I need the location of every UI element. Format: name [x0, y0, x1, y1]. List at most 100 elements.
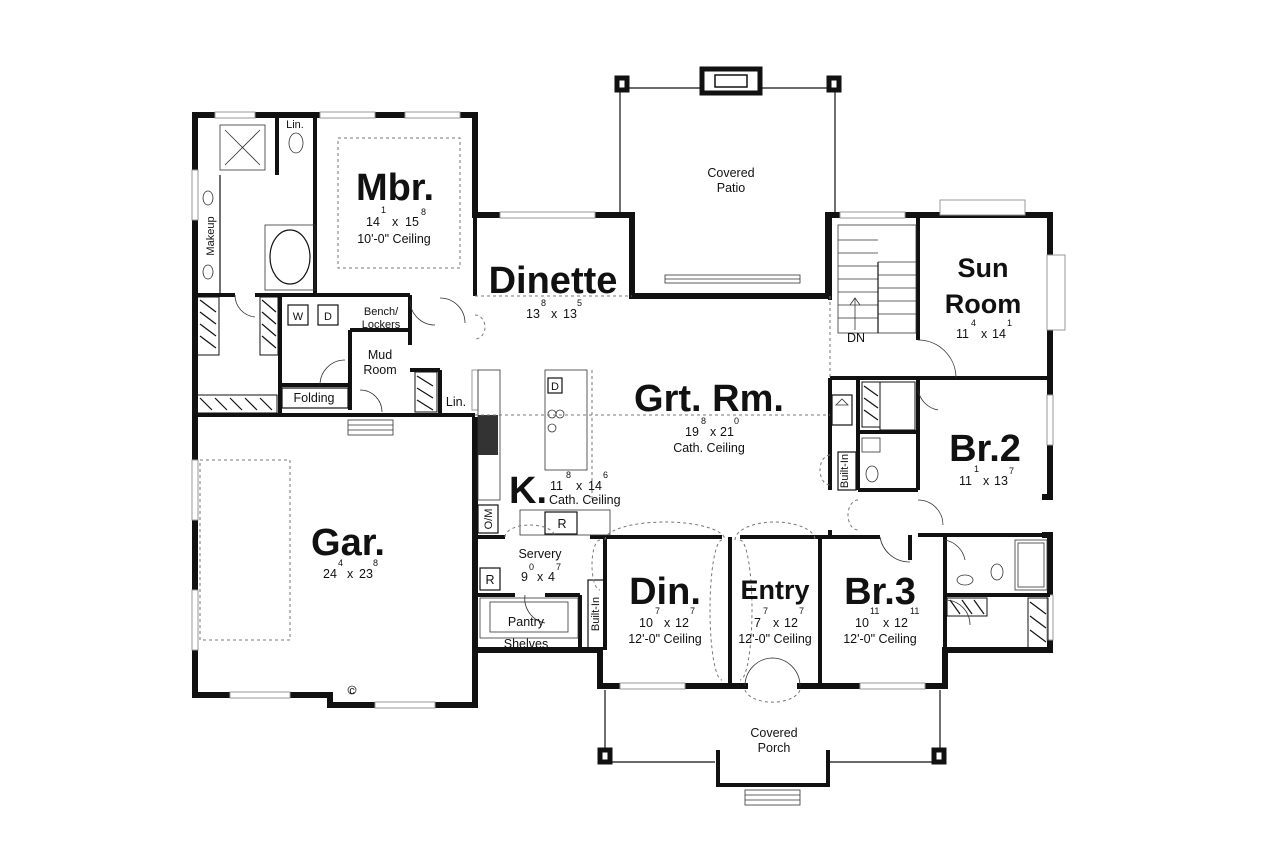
- grt-dims: 19 8 x 21 0: [685, 416, 739, 439]
- svg-text:x: x: [551, 307, 558, 321]
- garage-steps: [347, 419, 394, 436]
- svg-text:0: 0: [529, 562, 534, 572]
- br3-ceiling: 12'-0" Ceiling: [843, 632, 917, 646]
- dinette-title: Dinette: [489, 260, 618, 302]
- svg-text:0: 0: [734, 416, 739, 426]
- svg-text:x: x: [981, 327, 988, 341]
- closet-shelving: [196, 296, 1049, 649]
- exterior-walls: [192, 112, 1053, 708]
- om-label: O/M: [483, 509, 495, 530]
- sun-title-2: Room: [945, 289, 1022, 319]
- svg-text:x: x: [710, 425, 717, 439]
- svg-text:11: 11: [959, 474, 972, 488]
- servery-dims: 9 0 x 4 7: [521, 562, 561, 584]
- dinette-dims: 13 8 x 13 5: [526, 298, 582, 321]
- svg-text:14: 14: [588, 479, 602, 493]
- sun-title-1: Sun: [958, 253, 1009, 283]
- svg-text:8: 8: [421, 207, 426, 217]
- svg-text:7: 7: [1009, 466, 1014, 476]
- lin-upper: Lin.: [286, 119, 304, 131]
- kitchen-counter-bottom: [519, 509, 611, 536]
- pantry-label: Pantry: [508, 615, 545, 629]
- svg-text:7: 7: [763, 606, 768, 616]
- patio-post-right: [826, 75, 842, 93]
- svg-text:4: 4: [548, 570, 555, 584]
- mbr-dims: 14 1 x 15 8: [366, 205, 426, 229]
- svg-text:14: 14: [992, 327, 1006, 341]
- garage-car-bay: [199, 459, 291, 641]
- servery-title: Servery: [518, 547, 562, 561]
- br2-title: Br.2: [949, 428, 1021, 470]
- svg-text:x: x: [392, 215, 399, 229]
- porch-post-left: [597, 747, 613, 765]
- svg-text:x: x: [537, 570, 544, 584]
- svg-text:10: 10: [639, 616, 653, 630]
- svg-text:7: 7: [799, 606, 804, 616]
- svg-text:7: 7: [655, 606, 660, 616]
- svg-text:1: 1: [974, 464, 979, 474]
- patio-label-1: Covered: [707, 166, 754, 180]
- svg-text:6: 6: [603, 470, 608, 480]
- patio-label-2: Patio: [717, 181, 746, 195]
- oven-micro: [477, 504, 499, 534]
- svg-text:8: 8: [373, 558, 378, 568]
- dishwasher: [547, 377, 563, 394]
- kitchen-dims: 11 8 x 14 6: [550, 470, 608, 493]
- svg-text:8: 8: [566, 470, 571, 480]
- washer-label: W: [293, 311, 304, 323]
- svg-text:10: 10: [855, 616, 869, 630]
- svg-text:11: 11: [956, 327, 969, 341]
- svg-text:21: 21: [720, 425, 734, 439]
- din-dims: 10 7 x 12 7: [639, 606, 695, 630]
- svg-text:9: 9: [521, 570, 528, 584]
- svg-text:4: 4: [338, 558, 343, 568]
- fridge-s: [479, 567, 501, 591]
- covered-patio: [614, 66, 842, 215]
- svg-text:11: 11: [870, 606, 879, 616]
- builtin-hall: [837, 451, 857, 491]
- svg-text:8: 8: [701, 416, 706, 426]
- garage-mark: [347, 685, 357, 695]
- svg-text:1: 1: [1007, 318, 1012, 328]
- kitchen-ceiling: Cath. Ceiling: [549, 493, 621, 507]
- bench-label-1: Bench/: [364, 306, 399, 318]
- svg-text:19: 19: [685, 425, 699, 439]
- svg-text:7: 7: [690, 606, 695, 616]
- builtin-din: [587, 579, 605, 649]
- svg-text:11: 11: [550, 479, 563, 493]
- svg-text:4: 4: [971, 318, 976, 328]
- svg-text:x: x: [983, 474, 990, 488]
- mbr-title: Mbr.: [356, 167, 434, 209]
- svg-text:12: 12: [675, 616, 689, 630]
- patio-post-left: [614, 75, 630, 93]
- kitchen-title: K.: [509, 470, 547, 512]
- mud-label-1: Mud: [368, 348, 392, 362]
- fridge-k: [544, 511, 578, 535]
- makeup-label: Makeup: [205, 216, 217, 255]
- svg-text:1: 1: [381, 205, 386, 215]
- svg-text:15: 15: [405, 215, 419, 229]
- porch-label-1: Covered: [750, 726, 797, 740]
- bathtub: [269, 229, 311, 285]
- svg-text:24: 24: [323, 567, 337, 581]
- svg-text:23: 23: [359, 567, 373, 581]
- svg-text:11: 11: [910, 606, 919, 616]
- kitchen-island: [544, 369, 588, 471]
- svg-text:14: 14: [366, 215, 380, 229]
- grt-title: Grt. Rm.: [634, 378, 784, 420]
- dishwasher-label: D: [551, 381, 559, 393]
- shelves-label: Shelves: [504, 637, 548, 651]
- folding-counter: [281, 387, 349, 409]
- fireplace-indoor: [831, 394, 853, 426]
- fixtures: [196, 124, 1049, 703]
- br3-dims: 10 11 x 12 11: [855, 606, 919, 630]
- dn-label: DN: [847, 331, 865, 345]
- builtin-din-label: Built-In: [590, 597, 602, 631]
- folding-label: Folding: [294, 391, 335, 405]
- mbr-ceiling: 10'-0" Ceiling: [357, 232, 431, 246]
- fridge-s-label: R: [485, 573, 494, 587]
- sun-dims: 11 4 x 14 1: [956, 318, 1012, 341]
- grt-ceiling: Cath. Ceiling: [673, 441, 745, 455]
- stair: [837, 224, 917, 334]
